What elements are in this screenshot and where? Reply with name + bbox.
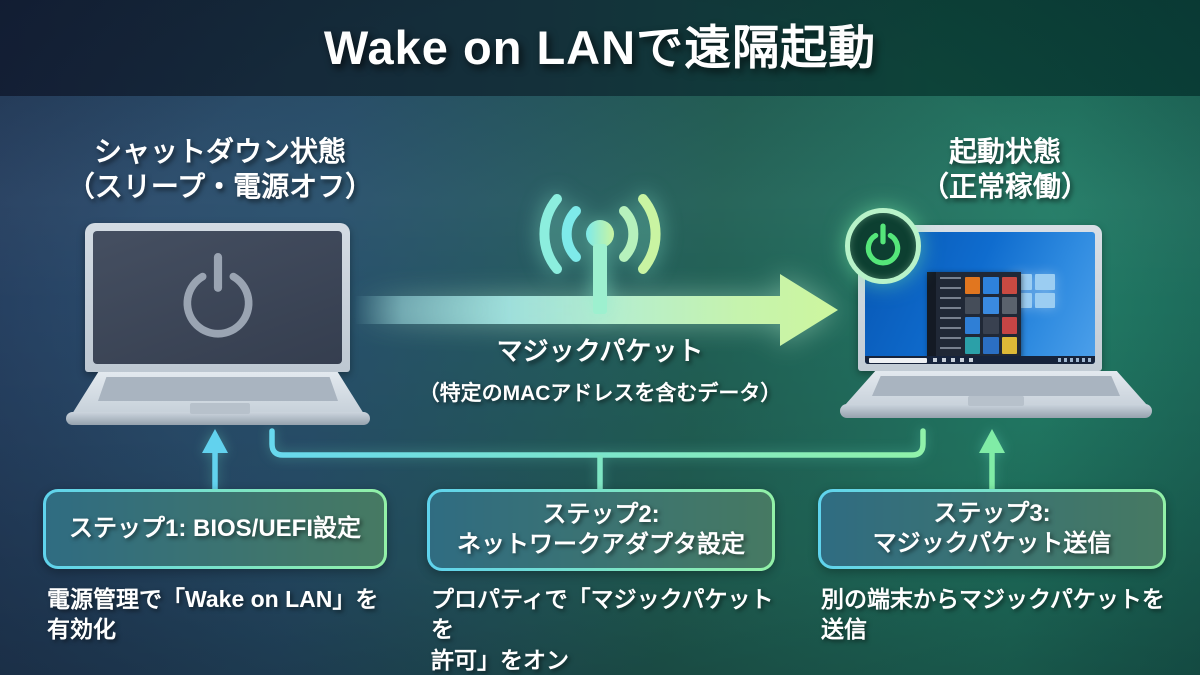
- left-laptop-foot: [66, 412, 370, 425]
- start-menu-tile: [1001, 337, 1017, 354]
- start-menu-tile: [983, 297, 999, 314]
- start-menu-tile: [965, 297, 981, 314]
- windows-desktop: [865, 232, 1095, 364]
- step1-description: 電源管理で「Wake on LAN」を 有効化: [47, 586, 379, 643]
- start-menu-rail: [927, 272, 936, 358]
- windows-logo-pane: [1034, 274, 1055, 290]
- arrow-step1-to-laptop: [202, 429, 228, 490]
- start-menu-app-list: [940, 277, 961, 353]
- laptop-to-laptop-connector: [269, 428, 926, 458]
- start-menu: [927, 272, 1021, 358]
- left-laptop-display: [93, 231, 342, 364]
- left-laptop-trackpad: [190, 403, 250, 414]
- start-menu-tile: [983, 337, 999, 354]
- taskbar-icons: [933, 358, 977, 362]
- step3-box: ステップ3: マジックパケット送信: [818, 489, 1166, 569]
- step2-box: ステップ2: ネットワークアダプタ設定: [427, 489, 775, 571]
- taskbar-search: [869, 357, 927, 363]
- power-icon: [183, 252, 252, 338]
- step1-title: ステップ1: BIOS/UEFI設定: [46, 492, 384, 566]
- left-laptop-keyboard: [98, 377, 338, 401]
- power-badge-icon: [865, 223, 901, 266]
- taskbar-tray: [1058, 358, 1092, 362]
- start-menu-tile: [1001, 317, 1017, 334]
- left-device-label: シャットダウン状態 （スリープ・電源オフ）: [66, 136, 374, 202]
- power-badge: [845, 208, 921, 284]
- windows-logo-pane: [1034, 292, 1055, 308]
- signal-antenna-icon: [539, 194, 661, 314]
- start-menu-tile: [1001, 297, 1017, 314]
- packet-label: マジックパケット: [496, 336, 704, 366]
- start-menu-tile: [965, 337, 981, 354]
- right-device-label: 起動状態 （正常稼働）: [920, 136, 1089, 202]
- step1-box: ステップ1: BIOS/UEFI設定: [43, 489, 387, 569]
- start-menu-tile: [965, 277, 981, 294]
- right-laptop-keyboard: [872, 376, 1120, 396]
- taskbar: [865, 356, 1095, 364]
- step3-title: ステップ3: マジックパケット送信: [821, 492, 1163, 566]
- title-band: Wake on LANで遠隔起動: [0, 0, 1200, 96]
- start-menu-tiles: [965, 277, 1017, 354]
- page-title: Wake on LANで遠隔起動: [323, 21, 877, 74]
- start-menu-tile: [983, 277, 999, 294]
- step2-title: ステップ2: ネットワークアダプタ設定: [430, 492, 772, 568]
- right-laptop-trackpad: [968, 396, 1024, 406]
- packet-description: （特定のMACアドレスを含むデータ）: [418, 382, 782, 405]
- arrow-step3-to-laptop: [979, 429, 1005, 490]
- start-menu-tile: [1001, 277, 1017, 294]
- left-laptop: [85, 223, 350, 372]
- start-menu-tile: [983, 317, 999, 334]
- right-laptop-foot: [840, 404, 1152, 418]
- start-menu-tile: [965, 317, 981, 334]
- step2-description: プロパティで「マジックパケットを 許可」をオン: [431, 586, 774, 673]
- step3-description: 別の端末からマジックパケットを 送信: [821, 586, 1165, 643]
